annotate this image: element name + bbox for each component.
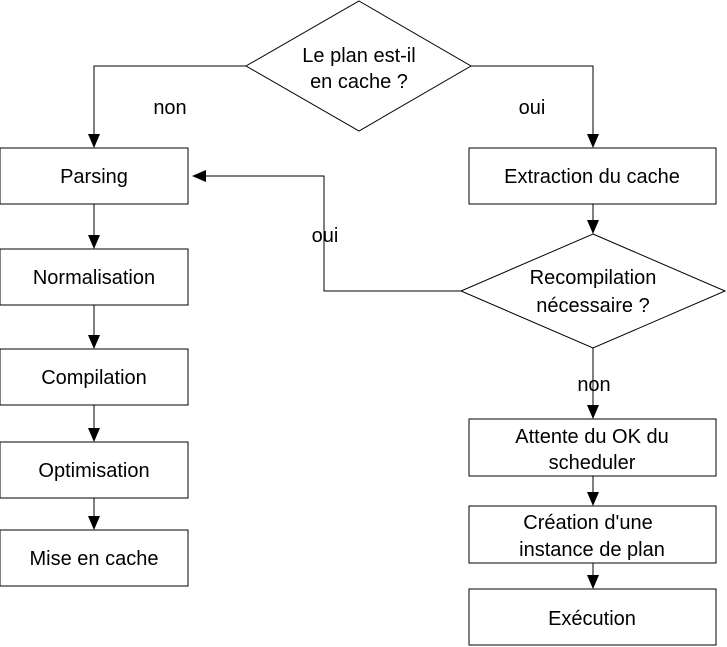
step-execution: [468, 588, 717, 646]
step-attente-ok-scheduler-line2: scheduler: [549, 452, 636, 474]
step-mise-en-cache-label: Mise en cache: [30, 548, 159, 570]
decision-recompilation-needed: [459, 233, 727, 349]
decision-recompilation-needed-line1: Recompilation: [530, 267, 657, 289]
edge-cache-no-label: non: [153, 97, 186, 119]
step-optimisation-label: Optimisation: [38, 460, 149, 482]
step-extraction-du-cache: [468, 147, 717, 205]
edge-creation-execution-arrowhead: [587, 575, 599, 589]
edge-cache-yes-arrowhead: [587, 134, 599, 148]
step-compilation-label: Compilation: [41, 367, 147, 389]
edge-extraction-recompilation-arrowhead: [587, 220, 599, 234]
step-attente-ok-scheduler-line1: Attente du OK du: [515, 426, 668, 448]
edge-cache-no-arrowhead: [88, 134, 100, 148]
edge-recompile-yes: [204, 175, 461, 292]
edge-recompile-no-arrowhead: [587, 405, 599, 419]
edge-recompile-yes-label: oui: [312, 225, 339, 247]
step-parsing-label: Parsing: [60, 166, 128, 188]
step-creation-instance-plan-line2: instance de plan: [519, 539, 665, 561]
edge-optimisation-mise-en-cache-arrowhead: [88, 516, 100, 530]
step-normalisation-label: Normalisation: [33, 267, 155, 289]
edge-cache-no: [93, 65, 246, 136]
step-compilation: [0, 348, 189, 406]
edge-parsing-normalisation-arrowhead: [88, 235, 100, 249]
decision-plan-in-cache-line2: en cache ?: [310, 71, 408, 93]
step-parsing: [0, 147, 189, 205]
decision-recompilation-needed-line2: nécessaire ?: [536, 295, 649, 317]
decision-plan-in-cache-line1: Le plan est-il: [302, 45, 415, 67]
step-execution-label: Exécution: [548, 608, 636, 630]
step-attente-ok-scheduler: [468, 418, 717, 477]
decision-plan-in-cache: [244, 0, 472, 132]
step-extraction-du-cache-label: Extraction du cache: [504, 166, 680, 188]
edge-cache-yes-label: oui: [519, 97, 546, 119]
step-creation-instance-plan-line1: Création d'une: [523, 512, 652, 534]
edge-recompile-yes-arrowhead: [192, 170, 206, 182]
edge-cache-yes: [471, 65, 594, 136]
step-mise-en-cache: [0, 529, 189, 587]
step-normalisation: [0, 248, 189, 306]
edge-normalisation-compilation-arrowhead: [88, 335, 100, 349]
edge-attente-creation-arrowhead: [587, 492, 599, 506]
edge-compilation-optimisation-arrowhead: [88, 428, 100, 442]
edge-recompile-no-label: non: [577, 374, 610, 396]
